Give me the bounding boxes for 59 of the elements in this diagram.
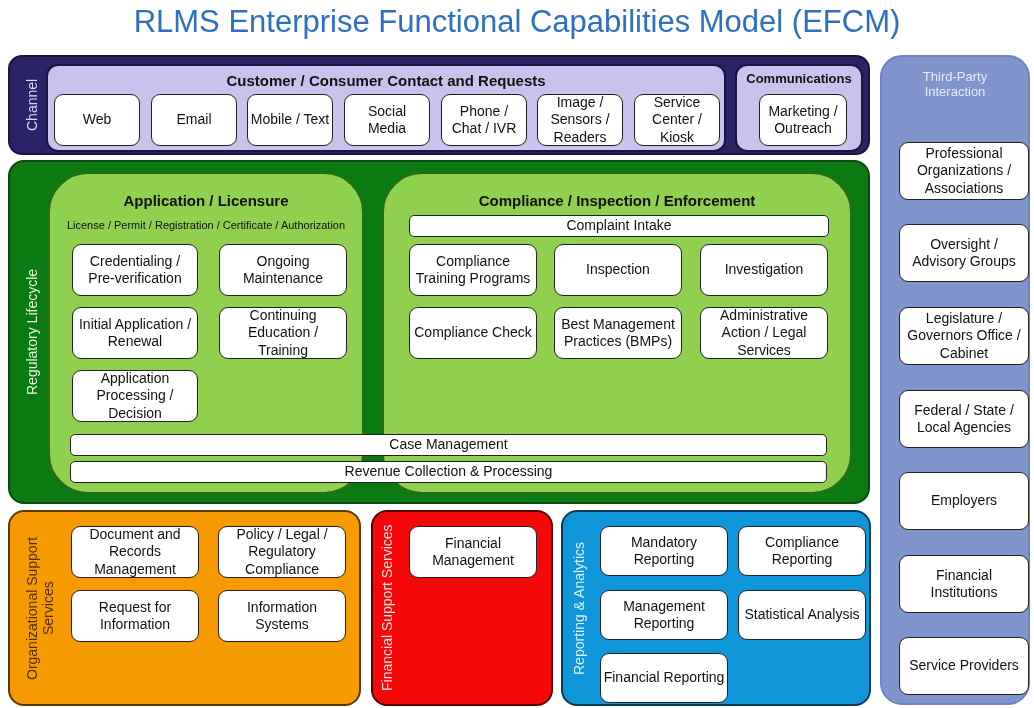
capability-bar: Complaint Intake xyxy=(409,215,829,237)
panel-heading: Customer / Consumer Contact and Requests xyxy=(225,72,547,89)
capability-box: Administrative Action / Legal Services xyxy=(700,307,828,359)
capability-box: Mobile / Text xyxy=(247,94,333,146)
group-panel xyxy=(735,64,863,152)
section-band xyxy=(8,510,361,706)
capability-bar: Revenue Collection & Processing xyxy=(70,461,827,483)
section-band xyxy=(371,510,553,706)
group-panel xyxy=(46,64,726,152)
capability-box: Statistical Analysis xyxy=(738,590,866,640)
capability-box: Ongoing Maintenance xyxy=(219,244,347,296)
capability-box: Compliance Reporting xyxy=(738,526,866,576)
capability-box: Professional Organizations / Associations xyxy=(899,142,1029,200)
panel-heading: Third-Party Interaction xyxy=(921,69,989,99)
capability-box: Financial Institutions xyxy=(899,555,1029,613)
capability-box: Investigation xyxy=(700,244,828,296)
capability-box: Mandatory Reporting xyxy=(600,526,728,576)
capability-box: Application Processing / Decision xyxy=(72,370,198,422)
capability-box: Marketing / Outreach xyxy=(759,94,847,146)
capability-box: Financial Reporting xyxy=(600,653,728,703)
panel-subtitle: License / Permit / Registration / Certificate / Authorization xyxy=(65,219,347,231)
capability-box: Initial Application / Renewal xyxy=(72,307,198,359)
capability-box: Service Providers xyxy=(899,637,1029,695)
diagram-title: RLMS Enterprise Functional Capabilities Model (EFCM) xyxy=(132,4,902,40)
section-band xyxy=(8,55,870,155)
capability-box: Policy / Legal / Regulatory Compliance xyxy=(218,526,346,578)
section-label: Financial Support Services xyxy=(379,523,396,694)
capability-box: Social Media xyxy=(344,94,430,146)
capability-box: Compliance Check xyxy=(409,307,537,359)
capability-box: Inspection xyxy=(554,244,682,296)
side-panel xyxy=(880,55,1030,705)
section-label: Regulatory Lifecycle xyxy=(24,267,41,398)
capability-box: Web xyxy=(54,94,140,146)
capability-box: Legislature / Governors Office / Cabinet xyxy=(899,307,1029,365)
capability-box: Employers xyxy=(899,472,1029,530)
capability-box: Federal / State / Local Agencies xyxy=(899,390,1029,448)
capability-box: Management Reporting xyxy=(600,590,728,640)
capability-box: Best Management Practices (BMPs) xyxy=(554,307,682,359)
capability-box: Phone / Chat / IVR xyxy=(441,94,527,146)
panel-heading: Application / Licensure xyxy=(122,192,290,209)
capability-box: Document and Records Management xyxy=(71,526,199,578)
capability-box: Service Center / Kiosk xyxy=(634,94,720,146)
section-label: Channel xyxy=(24,77,41,134)
section-label: Reporting & Analytics xyxy=(571,540,588,677)
capability-box: Image / Sensors / Readers xyxy=(537,94,623,146)
capability-box: Oversight / Advisory Groups xyxy=(899,224,1029,282)
panel-heading: Communications xyxy=(745,71,853,86)
section-label: Organizational Support Services xyxy=(24,535,58,682)
panel-heading: Compliance / Inspection / Enforcement xyxy=(477,192,757,209)
section-band xyxy=(8,160,870,504)
capability-box: Email xyxy=(151,94,237,146)
capability-box: Credentialing / Pre-verification xyxy=(72,244,198,296)
capability-box: Financial Management xyxy=(409,526,537,578)
capability-box: Request for Information xyxy=(71,590,199,642)
capability-box: Continuing Education / Training xyxy=(219,307,347,359)
capability-box: Information Systems xyxy=(218,590,346,642)
capability-bar: Case Management xyxy=(70,434,827,456)
capability-box: Compliance Training Programs xyxy=(409,244,537,296)
section-band xyxy=(561,510,871,706)
